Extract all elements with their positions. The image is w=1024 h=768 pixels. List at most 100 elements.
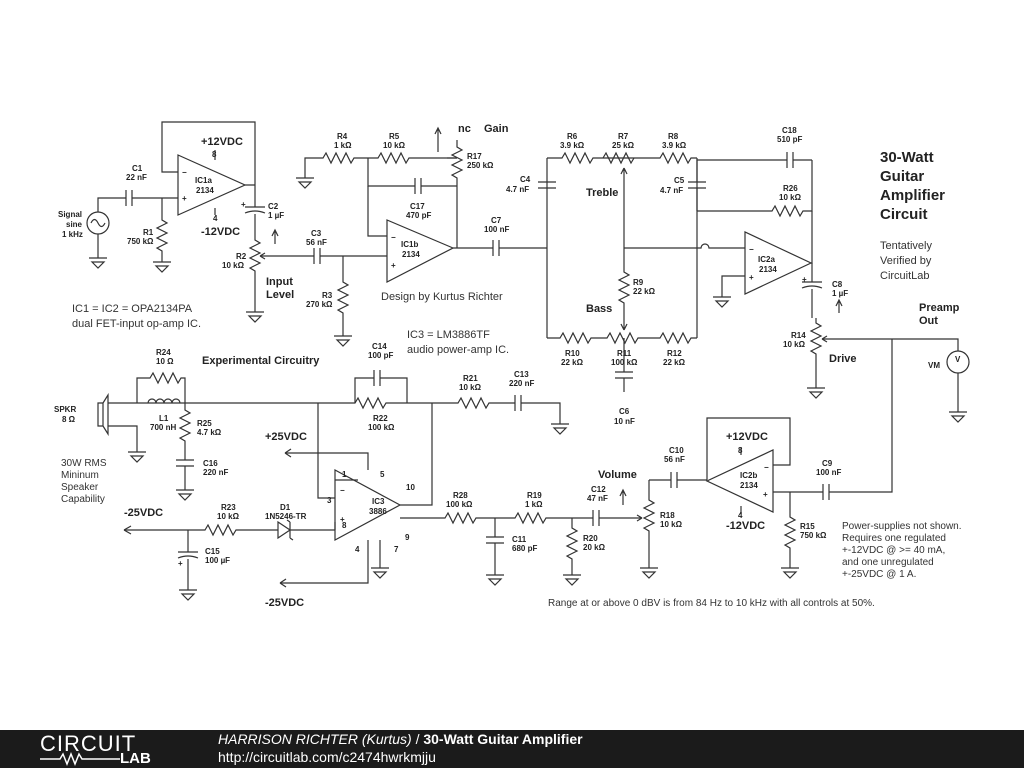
resistor-r22-value: 100 kΩ — [368, 423, 395, 432]
svg-text:Input: Input — [266, 276, 293, 288]
svg-text:−: − — [340, 486, 345, 495]
resistor-r20: R20 20 kΩ — [563, 518, 606, 586]
svg-text:audio power-amp IC.: audio power-amp IC. — [407, 344, 509, 356]
resistor-r28-label: R28 — [453, 491, 468, 500]
footer-bar: CIRCUIT LAB HARRISON RICHTER (Kurtus) / … — [0, 730, 1024, 768]
capacitor-c8: + C8 1 µF — [801, 263, 848, 318]
capacitor-c17: C17 470 pF — [367, 158, 457, 220]
svg-text:9: 9 — [405, 533, 410, 542]
capacitor-c2: + C2 1 µF — [241, 185, 284, 235]
svg-text:1: 1 — [342, 470, 347, 479]
svg-text:470 pF: 470 pF — [406, 211, 431, 220]
svg-text:C4: C4 — [520, 175, 531, 184]
capacitor-c16: C16 220 nF — [176, 459, 228, 501]
svg-text:R9: R9 — [633, 278, 644, 287]
svg-text:L1: L1 — [159, 414, 169, 423]
svg-text:Level: Level — [266, 289, 294, 301]
svg-text:1 µF: 1 µF — [268, 211, 284, 220]
resistor-r19-label: R19 — [527, 491, 542, 500]
circuitlab-logo[interactable]: CIRCUIT LAB — [40, 730, 180, 768]
verified-line: CircuitLab — [880, 270, 930, 282]
resistor-r26: R26 10 kΩ — [697, 160, 813, 218]
svg-text:R26: R26 — [783, 184, 798, 193]
svg-text:680 pF: 680 pF — [512, 544, 537, 553]
svg-text:Gain: Gain — [484, 123, 509, 135]
svg-text:Out: Out — [919, 315, 938, 327]
svg-text:+12VDC: +12VDC — [726, 431, 768, 443]
svg-text:sine: sine — [66, 220, 83, 229]
svg-text:250 kΩ: 250 kΩ — [467, 161, 494, 170]
resistor-r21-label: R21 — [463, 374, 478, 383]
svg-text:10 kΩ: 10 kΩ — [383, 141, 406, 150]
byline-separator: / — [411, 731, 424, 747]
circuit-title[interactable]: 30-Watt Guitar Amplifier — [423, 731, 583, 747]
svg-text:R12: R12 — [667, 349, 682, 358]
svg-text:56 nF: 56 nF — [664, 455, 685, 464]
capacitor-c14: C14 100 pF — [354, 342, 408, 403]
svg-text:8: 8 — [342, 521, 347, 530]
author-name[interactable]: HARRISON RICHTER (Kurtus) — [218, 731, 412, 747]
svg-text:30W RMS: 30W RMS — [61, 458, 107, 469]
svg-text:R6: R6 — [567, 132, 578, 141]
circuit-byline: HARRISON RICHTER (Kurtus) / 30-Watt Guit… — [218, 731, 583, 747]
signal-source: Signal sine 1 kHz — [58, 197, 120, 269]
svg-text:R20: R20 — [583, 534, 598, 543]
svg-text:C6: C6 — [619, 407, 630, 416]
svg-text:C14: C14 — [372, 342, 387, 351]
svg-text:4: 4 — [213, 214, 218, 223]
svg-text:Drive: Drive — [829, 353, 857, 365]
svg-text:Signal: Signal — [58, 210, 82, 219]
svg-text:+: + — [241, 200, 246, 209]
potentiometer-r18: R18 10 kΩ — [640, 479, 683, 579]
svg-text:R25: R25 — [197, 419, 212, 428]
opamp-ic1b: − + IC1b 2134 — [367, 186, 493, 283]
svg-text:4.7 nF: 4.7 nF — [660, 186, 683, 195]
potentiometer-r17: nc Gain R17 250 kΩ — [434, 123, 509, 248]
svg-text:-25VDC: -25VDC — [124, 507, 163, 519]
svg-text:R14: R14 — [791, 331, 806, 340]
svg-text:R2: R2 — [236, 252, 247, 261]
svg-text:20 kΩ: 20 kΩ — [583, 543, 606, 552]
svg-text:-12VDC: -12VDC — [201, 226, 240, 238]
svg-text:nc: nc — [458, 123, 471, 135]
svg-text:8: 8 — [738, 446, 743, 455]
svg-text:750 kΩ: 750 kΩ — [800, 531, 827, 540]
svg-text:C2: C2 — [268, 202, 279, 211]
title-line: Circuit — [880, 206, 928, 223]
svg-text:+: + — [749, 273, 754, 282]
svg-text:Requires one regulated: Requires one regulated — [842, 533, 946, 544]
svg-text:22 kΩ: 22 kΩ — [561, 358, 584, 367]
circuit-url[interactable]: http://circuitlab.com/c2474hwrkmjju — [218, 749, 436, 765]
svg-text:dual FET-input op-amp IC.: dual FET-input op-amp IC. — [72, 318, 201, 330]
svg-text:1 µF: 1 µF — [832, 289, 848, 298]
speaker: SPKR 8 Ω — [54, 392, 185, 463]
experimental-heading: Experimental Circuitry — [202, 355, 320, 367]
schematic-diagram: 30-Watt Guitar Amplifier Circuit Tentati… — [54, 121, 970, 609]
svg-text:4.7 kΩ: 4.7 kΩ — [197, 428, 222, 437]
svg-text:C11: C11 — [512, 535, 527, 544]
svg-text:2134: 2134 — [402, 250, 420, 259]
svg-text:510 pF: 510 pF — [777, 135, 802, 144]
svg-text:VM: VM — [928, 361, 940, 370]
svg-text:1 kHz: 1 kHz — [62, 230, 83, 239]
opamp-ic1a: − + IC1a 2134 +12VDC 8 4 -12VDC — [161, 121, 256, 238]
svg-text:56 nF: 56 nF — [306, 238, 327, 247]
svg-text:C3: C3 — [311, 229, 322, 238]
capacitor-c13: C13 220 nF — [509, 370, 569, 435]
resistor-r1: R1 750 kΩ — [127, 198, 171, 273]
resistor-r3: R3 270 kΩ — [306, 256, 352, 347]
capacitor-c10: C10 56 nF — [664, 446, 707, 488]
svg-text:R5: R5 — [389, 132, 400, 141]
svg-text:10 kΩ: 10 kΩ — [217, 512, 240, 521]
verified-line: Tentatively — [880, 240, 932, 252]
title-line: Guitar — [880, 168, 924, 185]
svg-text:R23: R23 — [221, 503, 236, 512]
svg-text:R3: R3 — [322, 291, 333, 300]
svg-text:R8: R8 — [668, 132, 679, 141]
svg-text:22 kΩ: 22 kΩ — [663, 358, 686, 367]
svg-text:25 kΩ: 25 kΩ — [612, 141, 635, 150]
resistor-r5: R5 10 kΩ — [368, 132, 457, 165]
svg-text:−: − — [764, 463, 769, 472]
svg-text:100 pF: 100 pF — [368, 351, 393, 360]
svg-text:C12: C12 — [591, 485, 606, 494]
